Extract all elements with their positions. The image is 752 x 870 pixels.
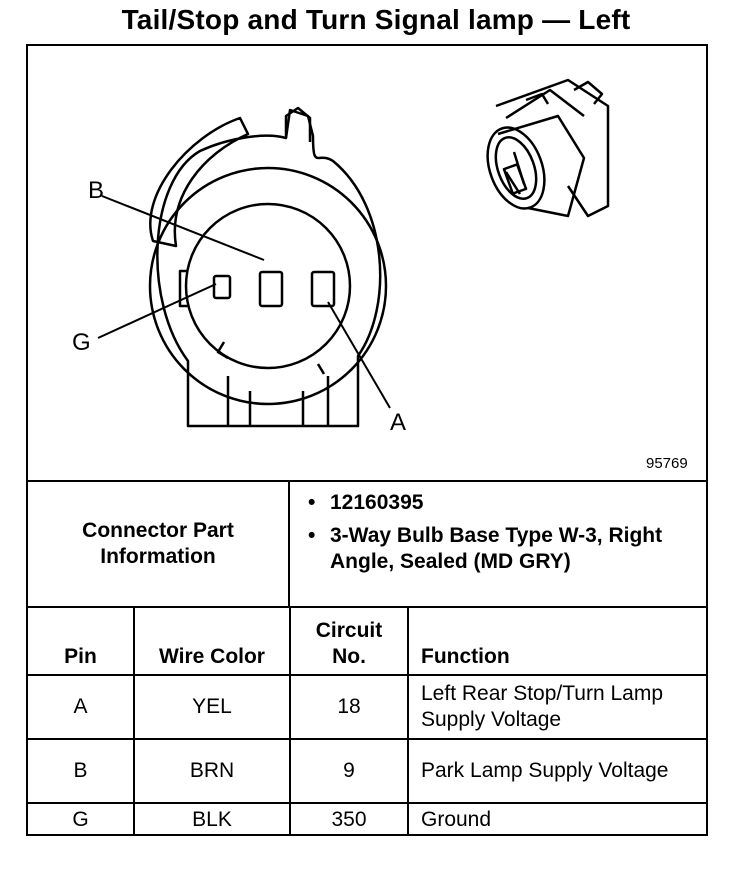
cell-circuit: 9	[289, 738, 409, 804]
terminal-g	[212, 274, 232, 300]
inner-ring	[184, 202, 352, 370]
cell-pin: G	[28, 802, 135, 836]
inner-notch-right	[316, 363, 326, 375]
figure-number: 95769	[646, 455, 688, 472]
header-function: Function	[407, 606, 706, 676]
cell-wire-color: YEL	[133, 674, 291, 740]
connector-diagram: B G A 95769	[28, 46, 706, 480]
upper-key-tab	[284, 106, 312, 142]
pin-table-header: Pin Wire Color Circuit No. Function	[28, 606, 706, 676]
inner-notch-bottom	[216, 341, 229, 360]
callout-label-b: B	[88, 177, 104, 204]
header-pin: Pin	[28, 606, 135, 676]
cell-circuit: 350	[289, 802, 409, 836]
connector-iso-view	[486, 78, 610, 218]
cell-wire-color: BLK	[133, 802, 291, 836]
cell-function: Park Lamp Supply Voltage	[407, 738, 706, 804]
connector-sheet: B G A 95769 Connector Part Information 1…	[26, 44, 708, 836]
bulb-base-description: 3-Way Bulb Base Type W-3, Right Angle, S…	[308, 523, 700, 575]
callout-line-b	[101, 195, 265, 261]
cell-function: Ground	[407, 802, 706, 836]
callout-line-g	[97, 283, 217, 339]
cell-pin: B	[28, 738, 135, 804]
connector-info-label: Connector Part Information	[82, 519, 234, 568]
connector-drawing: B G A 95769	[72, 78, 688, 472]
callout-line-a	[327, 301, 391, 409]
callout-label-a: A	[390, 409, 406, 436]
cell-pin: A	[28, 674, 135, 740]
pin-table: Pin Wire Color Circuit No. Function A YE…	[28, 606, 706, 836]
connector-info-row: Connector Part Information 12160395 3-Wa…	[28, 480, 706, 606]
cell-wire-color: BRN	[133, 738, 291, 804]
terminal-b	[258, 270, 284, 308]
callout-label-g: G	[72, 329, 91, 356]
header-wire-color: Wire Color	[133, 606, 291, 676]
cell-circuit: 18	[289, 674, 409, 740]
lower-body	[226, 376, 330, 426]
outer-ring	[148, 166, 388, 406]
connector-info-details: 12160395 3-Way Bulb Base Type W-3, Right…	[290, 482, 706, 606]
inner-notch	[178, 269, 188, 308]
header-circuit: Circuit No.	[289, 606, 409, 676]
table-row: B BRN 9 Park Lamp Supply Voltage	[28, 738, 706, 804]
connector-info-label-cell: Connector Part Information	[28, 482, 290, 606]
page-title: Tail/Stop and Turn Signal lamp — Left	[121, 4, 631, 35]
table-row: G BLK 350 Ground	[28, 802, 706, 836]
terminal-a	[310, 270, 336, 308]
part-number: 12160395	[308, 490, 700, 516]
cell-function: Left Rear Stop/Turn Lamp Supply Voltage	[407, 674, 706, 740]
table-row: A YEL 18 Left Rear Stop/Turn Lamp Supply…	[28, 674, 706, 740]
